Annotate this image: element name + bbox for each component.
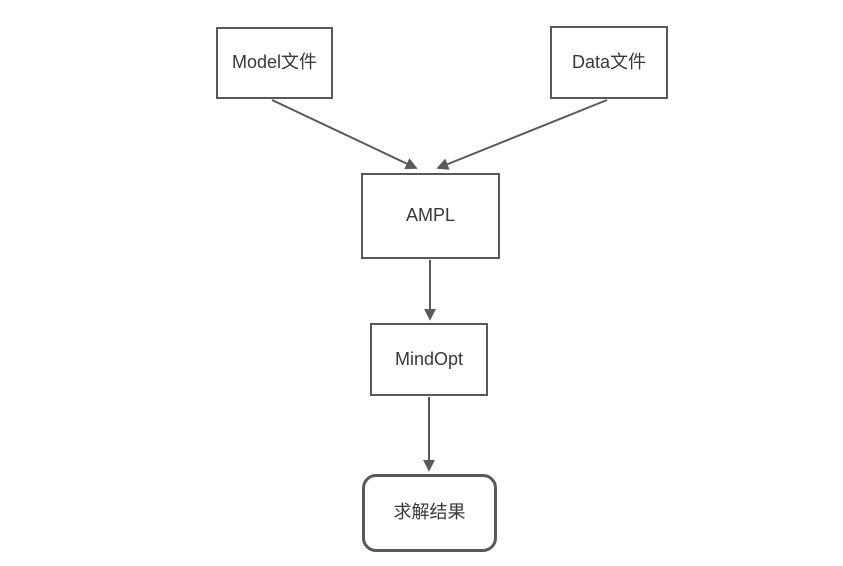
node-solve-result-label: 求解结果 — [393, 502, 466, 523]
node-ampl-label: AMPL — [405, 205, 456, 226]
edge-data-to-ampl — [436, 99, 608, 170]
node-solve-result: 求解结果 — [362, 474, 497, 552]
node-data-file-label: Data文件 — [571, 51, 647, 72]
node-mindopt: MindOpt — [370, 323, 488, 396]
node-ampl: AMPL — [361, 173, 500, 259]
edge-model-to-ampl — [271, 99, 418, 170]
node-mindopt-label: MindOpt — [394, 348, 464, 369]
node-model-file: Model文件 — [216, 27, 333, 99]
node-data-file: Data文件 — [550, 26, 668, 99]
node-model-file-label: Model文件 — [231, 52, 318, 73]
